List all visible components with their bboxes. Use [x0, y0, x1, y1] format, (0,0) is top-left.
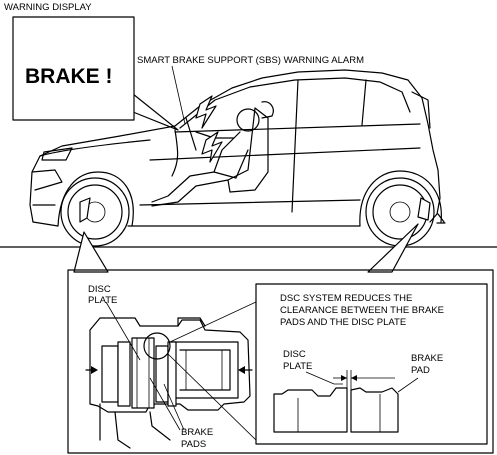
warning-display-box — [12, 16, 135, 121]
brake-caliper-section — [85, 301, 253, 449]
brake-warning-message: BRAKE ! — [25, 65, 113, 88]
detail-callout-box — [67, 269, 494, 454]
outer-brake-pad — [101, 345, 119, 403]
detail-magnifier — [143, 332, 171, 360]
brake-pads-label: BRAKE PADS — [181, 427, 216, 450]
rear-detail-leader — [367, 223, 419, 273]
dsc-note: DSC SYSTEM REDUCES THE CLEARANCE BETWEEN… — [280, 293, 447, 328]
sbs-alarm-label: SMART BRAKE SUPPORT (SBS) WARNING ALARM — [137, 55, 364, 66]
disc-plate-label: DISC PLATE — [88, 284, 117, 306]
sbs-alarm-leader — [171, 65, 186, 125]
detail-disc-plate — [273, 387, 348, 433]
rear-brake-caliper — [417, 197, 431, 221]
clearance-indicator — [333, 370, 395, 390]
front-brake-caliper — [79, 197, 91, 223]
disc-plate — [131, 337, 155, 409]
detail-disc-plate-label: DISC PLATE — [283, 349, 312, 372]
rear-wheel — [365, 177, 435, 247]
detail-brake-pad — [350, 387, 399, 433]
warning-display-label: WARNING DISPLAY — [4, 2, 92, 13]
clearance-detail-box — [255, 283, 488, 445]
front-wheel — [60, 177, 130, 247]
detail-brake-pad-label: BRAKE PAD — [411, 353, 446, 376]
driver-figure — [151, 101, 274, 207]
alarm-sound-icon — [195, 95, 223, 163]
warning-display-leader — [132, 93, 179, 131]
front-detail-leader — [73, 231, 109, 273]
